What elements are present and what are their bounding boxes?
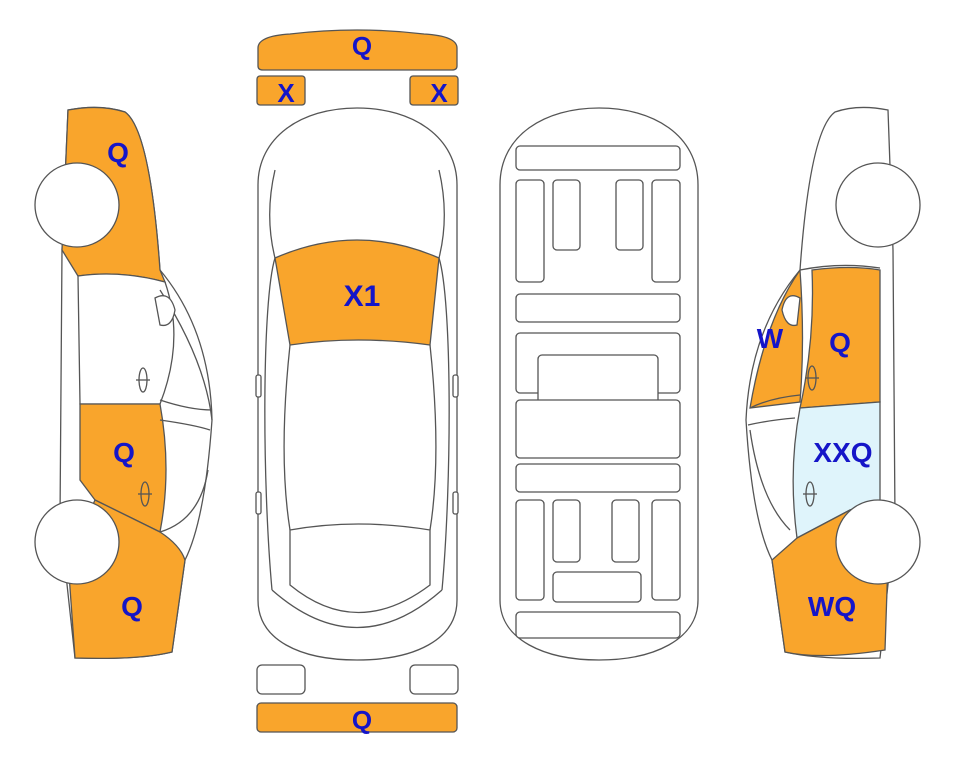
rear-bumper-label: Q	[352, 705, 372, 735]
left-rear-wheel	[34, 499, 120, 585]
right-front-wheel	[835, 162, 921, 248]
right-rear-door-glass-label: XXQ	[813, 437, 872, 468]
right-front-door-label: Q	[829, 327, 851, 358]
taillight-left-panel[interactable]	[256, 664, 306, 695]
headlight-right-panel[interactable]	[409, 75, 459, 106]
headlight-left-label: X	[277, 78, 295, 108]
left-front-wheel	[34, 162, 120, 248]
right-rear-wheel	[835, 499, 921, 585]
rear-bumper-panel[interactable]	[256, 702, 458, 733]
car-right-side-view: W Q XXQ WQ	[745, 106, 921, 660]
right-rear-quarter-label: WQ	[808, 591, 856, 622]
left-front-fender-label: Q	[107, 137, 129, 168]
rear-parts: Q	[256, 664, 459, 735]
left-rear-quarter-label: Q	[121, 591, 143, 622]
left-front-door-panel[interactable]	[77, 273, 175, 405]
car-underside-view	[499, 107, 699, 661]
top-view-body	[257, 107, 458, 661]
headlight-left-panel[interactable]	[256, 75, 306, 106]
right-front-door-glass-label: W	[757, 323, 784, 354]
car-top-view: X1	[255, 107, 459, 661]
car-left-side-view: Q Q Q	[34, 106, 213, 660]
front-parts: Q X X	[256, 29, 459, 108]
taillight-right-panel[interactable]	[409, 664, 459, 695]
headlight-right-label: X	[430, 78, 448, 108]
front-bumper-panel[interactable]	[257, 29, 458, 71]
left-rear-door-label: Q	[113, 437, 135, 468]
front-bumper-label: Q	[352, 31, 372, 61]
windshield-label: X1	[344, 280, 381, 313]
